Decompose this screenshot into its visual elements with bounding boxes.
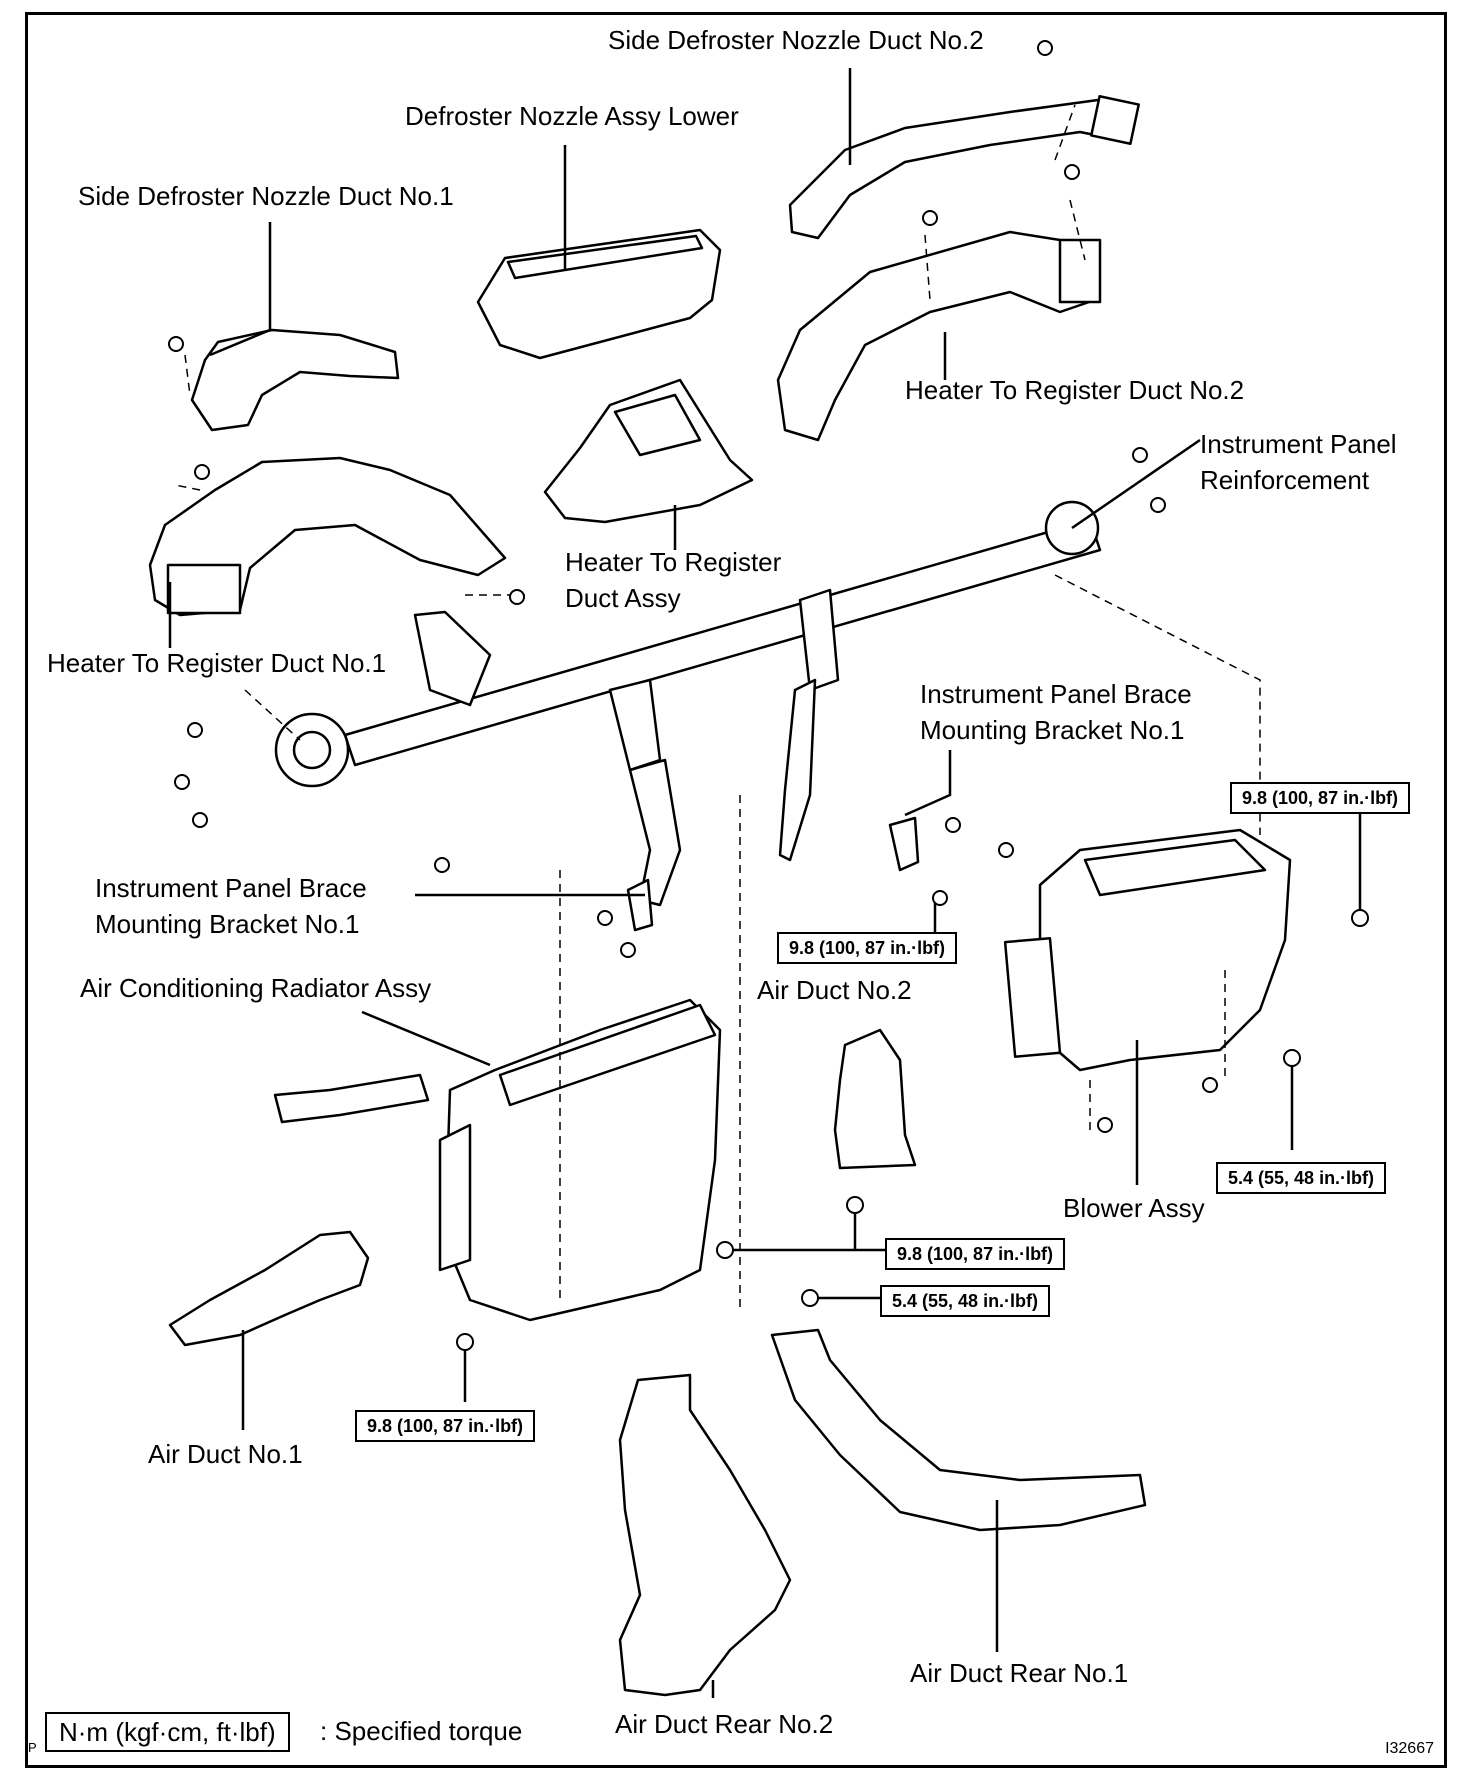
label-side-defroster-duct-1: Side Defroster Nozzle Duct No.1 bbox=[78, 181, 454, 211]
torque-spec-blower-top: 9.8 (100, 87 in.·lbf) bbox=[1230, 782, 1411, 814]
label-heater-register-duct-1: Heater To Register Duct No.1 bbox=[47, 648, 387, 678]
ip-reinforcement-beam bbox=[343, 518, 1102, 767]
legend-unit-box: N·m (kgf·cm, ft·lbf) bbox=[45, 1712, 290, 1752]
side-defroster-duct-1-shape bbox=[190, 328, 400, 432]
torque-spec-radiator-bolt: 9.8 (100, 87 in.·lbf) bbox=[885, 1238, 1066, 1270]
air-duct-2-shape bbox=[833, 1028, 917, 1170]
air-duct-rear-1-shape bbox=[770, 1328, 1147, 1532]
label-brace-bracket-right-line2: Mounting Bracket No.1 bbox=[920, 715, 1185, 745]
label-heater-register-assy-line2: Duct Assy bbox=[565, 583, 681, 613]
label-air-duct-rear-1: Air Duct Rear No.1 bbox=[910, 1658, 1129, 1688]
torque-spec-radiator-nut: 5.4 (55, 48 in.·lbf) bbox=[880, 1285, 1051, 1317]
label-air-duct-2: Air Duct No.2 bbox=[757, 975, 912, 1005]
label-defroster-nozzle-lower: Defroster Nozzle Assy Lower bbox=[405, 101, 739, 131]
label-brace-bracket-left-line1: Instrument Panel Brace bbox=[95, 873, 367, 903]
torque-spec-bracket-bolt: 9.8 (100, 87 in.·lbf) bbox=[777, 932, 958, 964]
heater-register-duct-2-shape bbox=[776, 230, 1097, 442]
label-air-duct-1: Air Duct No.1 bbox=[148, 1439, 303, 1469]
label-air-duct-rear-2: Air Duct Rear No.2 bbox=[615, 1709, 834, 1739]
corner-mark: P bbox=[28, 1740, 37, 1755]
label-brace-bracket-right-line1: Instrument Panel Brace bbox=[920, 679, 1192, 709]
side-defroster-duct-2-shape bbox=[788, 98, 1134, 240]
label-heater-register-assy-line1: Heater To Register bbox=[565, 547, 782, 577]
torque-spec-blower-nut: 5.4 (55, 48 in.·lbf) bbox=[1216, 1162, 1387, 1194]
label-ip-reinforcement-line1: Instrument Panel bbox=[1200, 429, 1397, 459]
label-ip-reinforcement-line2: Reinforcement bbox=[1200, 465, 1370, 495]
ip-brace-center bbox=[628, 758, 682, 907]
label-ac-radiator: Air Conditioning Radiator Assy bbox=[80, 973, 432, 1003]
brace-bracket-right-shape bbox=[888, 816, 920, 872]
brace-bracket-left-shape bbox=[626, 878, 654, 932]
figure-id: I32667 bbox=[1385, 1740, 1434, 1757]
label-heater-register-duct-2: Heater To Register Duct No.2 bbox=[905, 375, 1245, 405]
legend-description: : Specified torque bbox=[320, 1716, 523, 1746]
label-side-defroster-duct-2: Side Defroster Nozzle Duct No.2 bbox=[608, 25, 984, 55]
air-duct-rear-2-shape bbox=[618, 1373, 792, 1697]
torque-spec-radiator-lower: 9.8 (100, 87 in.·lbf) bbox=[355, 1410, 536, 1442]
label-blower-assy: Blower Assy bbox=[1063, 1193, 1205, 1223]
air-duct-1-shape bbox=[168, 1230, 370, 1347]
label-brace-bracket-left-line2: Mounting Bracket No.1 bbox=[95, 909, 360, 939]
diagram-frame bbox=[25, 12, 1447, 1768]
